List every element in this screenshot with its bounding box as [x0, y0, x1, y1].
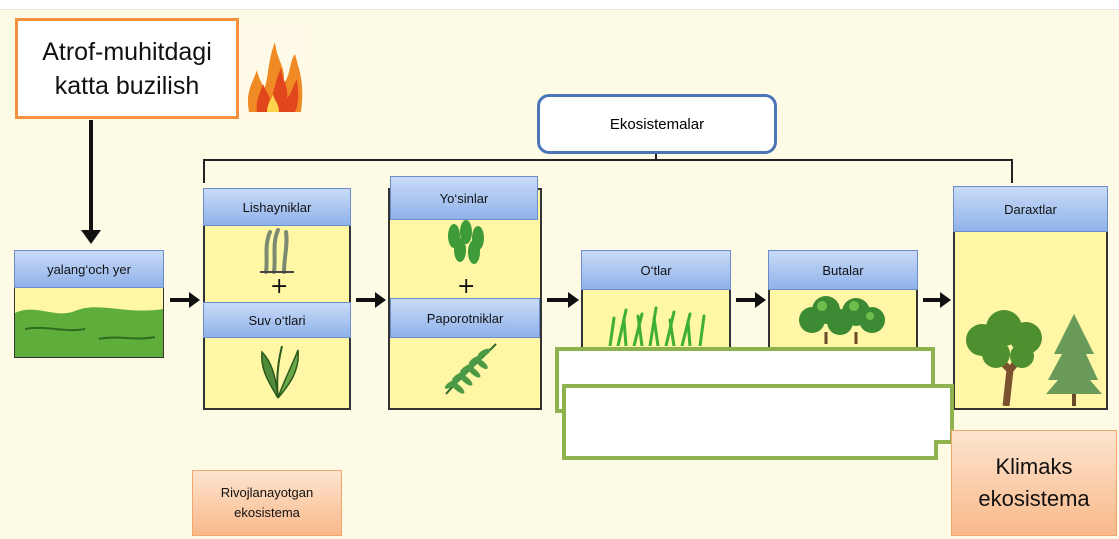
top-bar — [0, 0, 1119, 10]
stage2-bottom-label: Paporotniklar — [390, 298, 540, 338]
bracket-stem — [655, 154, 657, 160]
stage4-label: Butalar — [768, 250, 918, 290]
disturbance-text-line1: Atrof-muhitdagi — [42, 37, 212, 66]
arrow-down — [89, 120, 93, 232]
stage5-label: Daraxtlar — [953, 186, 1108, 232]
arrow-stage4-to-stage5 — [923, 292, 951, 308]
climax-ecosystem-box: Klimaks ekosistema — [951, 430, 1117, 536]
ground-icon — [15, 289, 163, 357]
stage1-bottom-label: Suv o‘tlari — [203, 302, 351, 338]
stage2-top-label: Yo‘sinlar — [390, 176, 538, 220]
grass-icon — [604, 306, 708, 348]
developing-line1: Rivojlanayotgan — [220, 485, 314, 500]
fern-icon — [438, 340, 500, 396]
bracket-right-tick — [1011, 159, 1013, 183]
bare-ground-label: yalang‘och yer — [14, 250, 164, 288]
green-overlay-edge — [562, 440, 938, 460]
disturbance-box: Atrof-muhitdagi katta buzilish — [15, 18, 239, 119]
arrow-stage3-to-stage4 — [736, 292, 766, 308]
ecosystems-label: Ekosistemalar — [609, 115, 705, 133]
climax-line2: ekosistema — [978, 486, 1090, 511]
fire-icon — [239, 22, 311, 116]
developing-line2: ekosistema — [234, 505, 300, 520]
trees-icon — [962, 310, 1102, 407]
ecosystems-box: Ekosistemalar — [537, 94, 777, 154]
disturbance-text-line2: katta buzilish — [54, 71, 200, 100]
arrow-down-head — [81, 230, 101, 244]
green-overlay-box-2 — [562, 384, 954, 444]
climax-line1: Klimaks — [995, 454, 1073, 479]
algae-icon — [254, 340, 302, 400]
stage2-plus: + — [457, 274, 476, 299]
stage3-label: O‘tlar — [581, 250, 731, 290]
bracket-line — [203, 159, 1013, 161]
arrow-stage2-to-stage3 — [547, 292, 579, 308]
arrow-stage1-to-stage2 — [356, 292, 386, 308]
stage1-plus: + — [270, 274, 289, 299]
arrow-ground-to-stage1 — [170, 292, 200, 308]
bracket-left-tick — [203, 159, 205, 183]
moss-icon — [444, 220, 490, 266]
stage1-top-label: Lishayniklar — [203, 188, 351, 226]
shrub-icon — [796, 292, 890, 344]
lichen-icon — [260, 228, 296, 274]
developing-ecosystem-box: Rivojlanayotgan ekosistema — [192, 470, 342, 536]
